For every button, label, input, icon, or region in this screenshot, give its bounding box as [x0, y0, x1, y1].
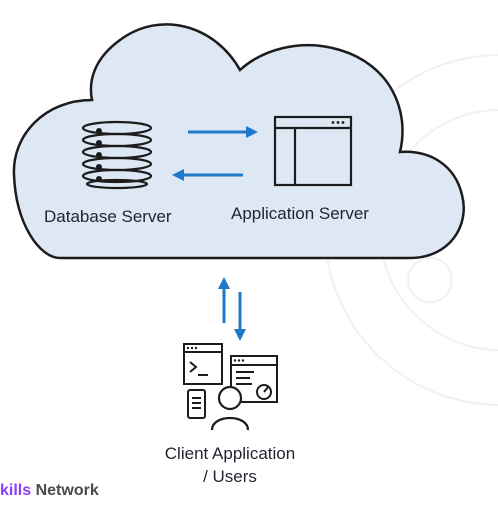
cloud-to-client-arrow — [234, 292, 246, 341]
app-to-db-arrow — [172, 169, 243, 181]
client-label-line2: / Users — [203, 467, 257, 486]
application-server-label: Application Server — [231, 204, 369, 223]
brand-accent-text: kills — [0, 482, 32, 499]
brand-watermark: kills Network — [0, 482, 99, 500]
terminal-window-icon — [183, 343, 223, 385]
database-server-label: Database Server — [44, 207, 172, 226]
client-label-line1: Client Application — [164, 444, 296, 463]
client-to-cloud-arrow — [218, 277, 230, 323]
client-application-label: Client Application / Users — [140, 442, 320, 488]
brand-network-text: Network — [31, 482, 99, 499]
database-icon — [81, 120, 153, 190]
cloud-shape — [12, 23, 465, 260]
application-window-icon — [273, 115, 353, 187]
mobile-device-icon — [187, 389, 206, 419]
db-to-app-arrow — [188, 126, 258, 138]
user-icon — [210, 385, 250, 431]
